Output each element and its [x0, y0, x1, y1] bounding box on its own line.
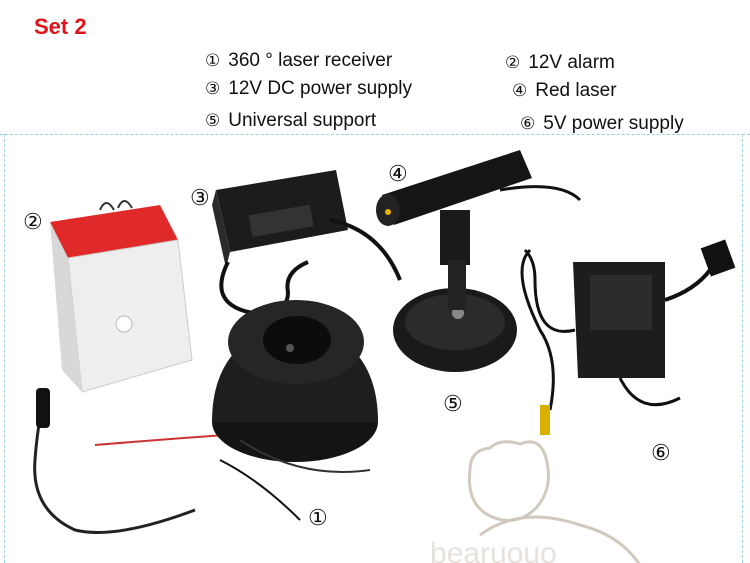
legend-number: ⑥ [520, 114, 536, 134]
legend-item-5v-supply: ⑥ 5V power supply [520, 113, 684, 135]
legend-number: ① [205, 51, 221, 71]
set-title: Set 2 [34, 14, 87, 39]
marker-support: ⑤ [443, 392, 463, 417]
legend-label: 360 ° laser receiver [228, 50, 393, 71]
power-supply-image [520, 239, 736, 435]
marker-5v-supply: ⑥ [651, 441, 671, 466]
legend-item-alarm: ② 12V alarm [505, 52, 615, 74]
legend-label: 5V power supply [543, 113, 684, 134]
legend-item-red-laser: ④ Red laser [512, 80, 617, 102]
receiver-image [212, 300, 378, 521]
legend-label: 12V DC power supply [228, 78, 413, 99]
marker-receiver: ① [308, 506, 328, 531]
watermark-logo: bearuouo [430, 440, 641, 563]
legend-label: 12V alarm [528, 52, 615, 73]
legend-number: ③ [205, 79, 221, 99]
legend-item-receiver: ① 360 ° laser receiver [205, 50, 392, 72]
divider-line [742, 134, 743, 563]
svg-text:bearuouo: bearuouo [430, 537, 557, 563]
alarm-image [33, 200, 226, 534]
legend-item-dc-supply: ③ 12V DC power supply [205, 78, 412, 100]
legend-number: ⑤ [205, 111, 221, 131]
divider-line [0, 134, 750, 135]
dc-adapter-image [212, 170, 402, 315]
legend-number: ② [505, 53, 521, 73]
legend-label: Universal support [228, 110, 377, 131]
marker-dc-supply: ③ [190, 186, 210, 211]
divider-line [4, 134, 5, 563]
laser-image [376, 150, 582, 372]
legend-number: ④ [512, 81, 528, 101]
marker-red-laser: ④ [388, 162, 408, 187]
legend-label: Red laser [535, 80, 617, 101]
marker-alarm: ② [23, 210, 43, 235]
legend-item-support: ⑤ Universal support [205, 110, 376, 132]
